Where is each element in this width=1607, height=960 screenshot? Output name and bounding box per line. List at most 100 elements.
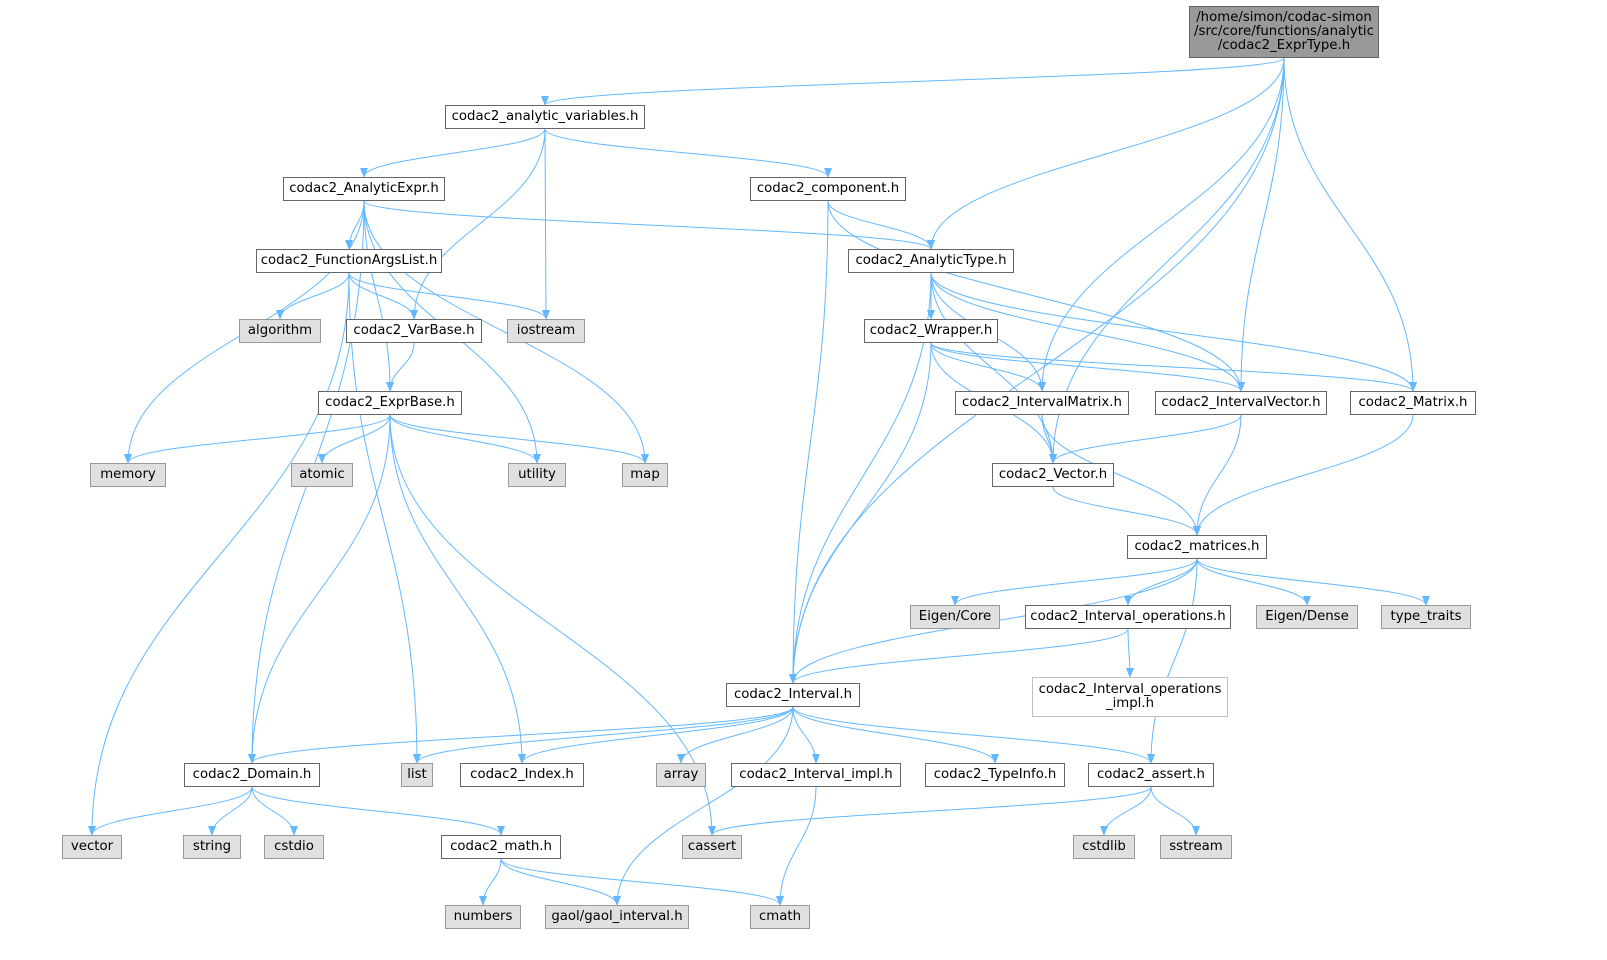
node-varbase[interactable]: codac2_VarBase.h xyxy=(346,319,482,343)
edge-FunctionArgsList-to-list xyxy=(348,272,421,764)
edge-AnalyticExpr-to-FunctionArgsList xyxy=(345,200,365,250)
edge-math-to-cmath xyxy=(500,858,784,906)
node-memory: memory xyxy=(90,463,166,487)
node-analyticexpr[interactable]: codac2_AnalyticExpr.h xyxy=(283,177,445,201)
edge-component-to-Interval xyxy=(789,200,829,684)
node-vector: vector xyxy=(62,835,122,859)
node-matrix[interactable]: codac2_Matrix.h xyxy=(1350,391,1476,415)
node-exprbase[interactable]: codac2_ExprBase.h xyxy=(318,391,462,415)
edge-Domain-to-string xyxy=(208,786,253,836)
edge-VarBase-to-ExprBase xyxy=(386,342,415,392)
edge-assert-to-cstdlib xyxy=(1100,786,1152,836)
node-cassert: cassert xyxy=(682,835,742,859)
edge-ExprBase-to-Index xyxy=(389,414,526,764)
edge-Wrapper-to-Matrix xyxy=(930,342,1417,392)
node-interval[interactable]: codac2_Interval.h xyxy=(726,683,860,707)
edge-ExprBase-to-utility xyxy=(389,414,541,464)
edge-ExprBase-to-atomic xyxy=(318,414,391,464)
node-list: list xyxy=(401,763,433,787)
edge-root-to-Matrix xyxy=(1283,57,1417,392)
edge-matrices-to-EigenDense xyxy=(1196,558,1311,606)
node-eigendense: Eigen/Dense xyxy=(1256,605,1358,629)
edge-matrices-to-type_traits xyxy=(1196,558,1430,606)
edge-root-to-IntervalVector xyxy=(1237,57,1285,392)
edge-FunctionArgsList-to-algorithm xyxy=(276,272,350,320)
node-intervalvector[interactable]: codac2_IntervalVector.h xyxy=(1155,391,1327,415)
edge-component-to-AnalyticType xyxy=(827,200,935,250)
node-cmath: cmath xyxy=(750,905,810,929)
node-typeinfo[interactable]: codac2_TypeInfo.h xyxy=(925,763,1065,787)
node-root: /home/simon/codac-simon /src/core/functi… xyxy=(1189,6,1379,58)
edge-AnalyticExpr-to-AnalyticType xyxy=(363,200,935,250)
node-math[interactable]: codac2_math.h xyxy=(441,835,561,859)
edge-Matrix-to-matrices xyxy=(1193,414,1414,536)
edge-ExprBase-to-memory xyxy=(124,414,391,464)
node-interval-operations[interactable]: codac2_Interval_operations.h xyxy=(1025,605,1231,629)
node-assert[interactable]: codac2_assert.h xyxy=(1088,763,1214,787)
edge-assert-to-sstream xyxy=(1150,786,1200,836)
node-component[interactable]: codac2_component.h xyxy=(750,177,906,201)
node-analytic-variables[interactable]: codac2_analytic_variables.h xyxy=(445,105,645,129)
edge-Wrapper-to-Interval xyxy=(789,342,932,684)
edge-Wrapper-to-IntervalVector xyxy=(930,342,1245,392)
edge-ExprBase-to-Domain xyxy=(248,414,391,764)
edge-root-to-IntervalMatrix xyxy=(1038,57,1285,392)
edge-analytic_variables-to-VarBase xyxy=(410,128,546,320)
edge-Interval-to-assert xyxy=(792,706,1155,764)
node-eigencore: Eigen/Core xyxy=(910,605,1000,629)
edge-Interval-to-array xyxy=(677,706,794,764)
node-type-traits: type_traits xyxy=(1381,605,1471,629)
node-array: array xyxy=(656,763,706,787)
edge-IntervalMatrix-to-matrices xyxy=(1041,414,1201,536)
edge-analytic_variables-to-AnalyticExpr xyxy=(360,128,546,178)
node-interval-impl[interactable]: codac2_Interval_impl.h xyxy=(731,763,901,787)
edge-matrices-to-Interval_operations xyxy=(1124,558,1198,606)
edge-AnalyticType-to-Matrix xyxy=(930,272,1417,392)
edge-ExprBase-to-cassert xyxy=(389,414,716,836)
edge-FunctionArgsList-to-VarBase xyxy=(348,272,418,320)
edge-FunctionArgsList-to-vector xyxy=(88,272,350,836)
node-iostream: iostream xyxy=(507,319,585,343)
node-sstream: sstream xyxy=(1160,835,1232,859)
node-index[interactable]: codac2_Index.h xyxy=(460,763,584,787)
edge-Interval_operations-to-Interval_operations_impl xyxy=(1125,628,1134,678)
node-domain[interactable]: codac2_Domain.h xyxy=(184,763,320,787)
edge-Domain-to-cstdio xyxy=(251,786,298,836)
edge-component-to-IntervalVector xyxy=(827,200,1245,392)
node-atomic: atomic xyxy=(291,463,353,487)
node-numbers: numbers xyxy=(445,905,521,929)
edge-AnalyticExpr-to-map xyxy=(363,200,649,464)
node-utility: utility xyxy=(508,463,566,487)
edge-FunctionArgsList-to-iostream xyxy=(348,272,550,320)
edge-Interval_impl-to-cmath xyxy=(776,786,817,906)
edge-AnalyticType-to-IntervalVector xyxy=(930,272,1245,392)
edge-Interval-to-list xyxy=(413,706,794,764)
node-gaol: gaol/gaol_interval.h xyxy=(545,905,689,929)
edge-AnalyticExpr-to-ExprBase xyxy=(363,200,394,392)
edge-Domain-to-math xyxy=(251,786,505,836)
edge-root-to-Interval xyxy=(789,57,1285,684)
node-matrices[interactable]: codac2_matrices.h xyxy=(1127,535,1267,559)
edge-math-to-gaol xyxy=(500,858,621,906)
node-cstdlib: cstdlib xyxy=(1073,835,1135,859)
node-analytictype[interactable]: codac2_AnalyticType.h xyxy=(848,249,1014,273)
edge-Vector-to-matrices xyxy=(1052,486,1201,536)
node-interval-operations-impl: codac2_Interval_operations _impl.h xyxy=(1032,677,1228,717)
node-intervalmatrix[interactable]: codac2_IntervalMatrix.h xyxy=(955,391,1129,415)
edge-math-to-numbers xyxy=(479,858,502,906)
node-map: map xyxy=(622,463,668,487)
node-vector[interactable]: codac2_Vector.h xyxy=(992,463,1114,487)
edge-Interval-to-TypeInfo xyxy=(792,706,999,764)
edge-ExprBase-to-map xyxy=(389,414,649,464)
node-string: string xyxy=(183,835,241,859)
edge-analytic_variables-to-iostream xyxy=(541,128,550,320)
edge-Interval_operations-to-Interval xyxy=(789,628,1129,684)
edge-root-to-AnalyticType xyxy=(927,57,1285,250)
edge-matrices-to-EigenCore xyxy=(951,558,1198,606)
node-functionargslist[interactable]: codac2_FunctionArgsList.h xyxy=(256,249,442,273)
edge-Domain-to-vector xyxy=(88,786,253,836)
node-cstdio: cstdio xyxy=(264,835,324,859)
edge-IntervalVector-to-matrices xyxy=(1193,414,1242,536)
node-wrapper[interactable]: codac2_Wrapper.h xyxy=(864,319,998,343)
